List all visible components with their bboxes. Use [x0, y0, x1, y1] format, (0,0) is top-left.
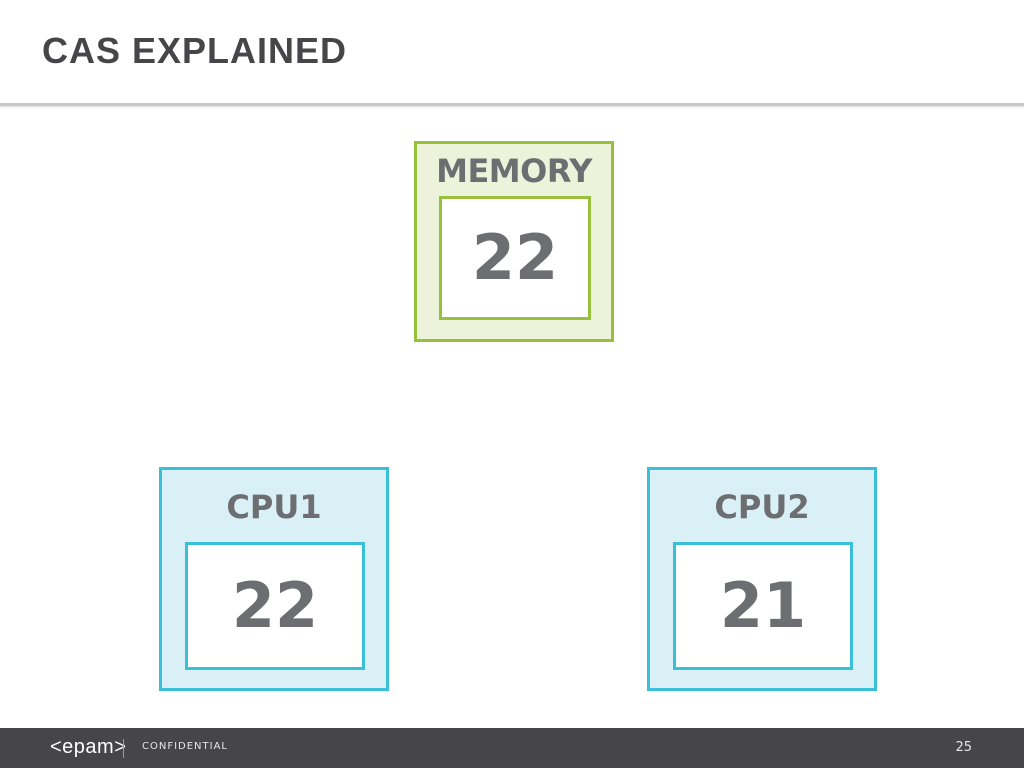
title-divider — [0, 103, 1024, 106]
memory-label: MEMORY — [436, 152, 592, 190]
memory-value: 22 — [471, 221, 559, 294]
cpu2-box: CPU2 21 — [647, 467, 877, 691]
cpu1-value-box: 22 — [185, 542, 365, 670]
cpu2-value-box: 21 — [673, 542, 853, 670]
page-number: 25 — [955, 740, 972, 755]
slide-title: CAS EXPLAINED — [42, 30, 348, 71]
confidential-label: CONFIDENTIAL — [142, 741, 229, 752]
cpu1-label: CPU1 — [226, 488, 322, 526]
cpu1-box: CPU1 22 — [159, 467, 389, 691]
cpu1-value: 22 — [231, 569, 319, 642]
footer-divider — [123, 739, 124, 758]
cpu2-label: CPU2 — [714, 488, 810, 526]
memory-value-box: 22 — [439, 196, 591, 320]
footer-bar: <epam> CONFIDENTIAL 25 — [0, 728, 1024, 768]
memory-box: MEMORY 22 — [414, 141, 614, 342]
cpu2-value: 21 — [719, 569, 807, 642]
epam-logo: <epam> — [50, 736, 127, 758]
